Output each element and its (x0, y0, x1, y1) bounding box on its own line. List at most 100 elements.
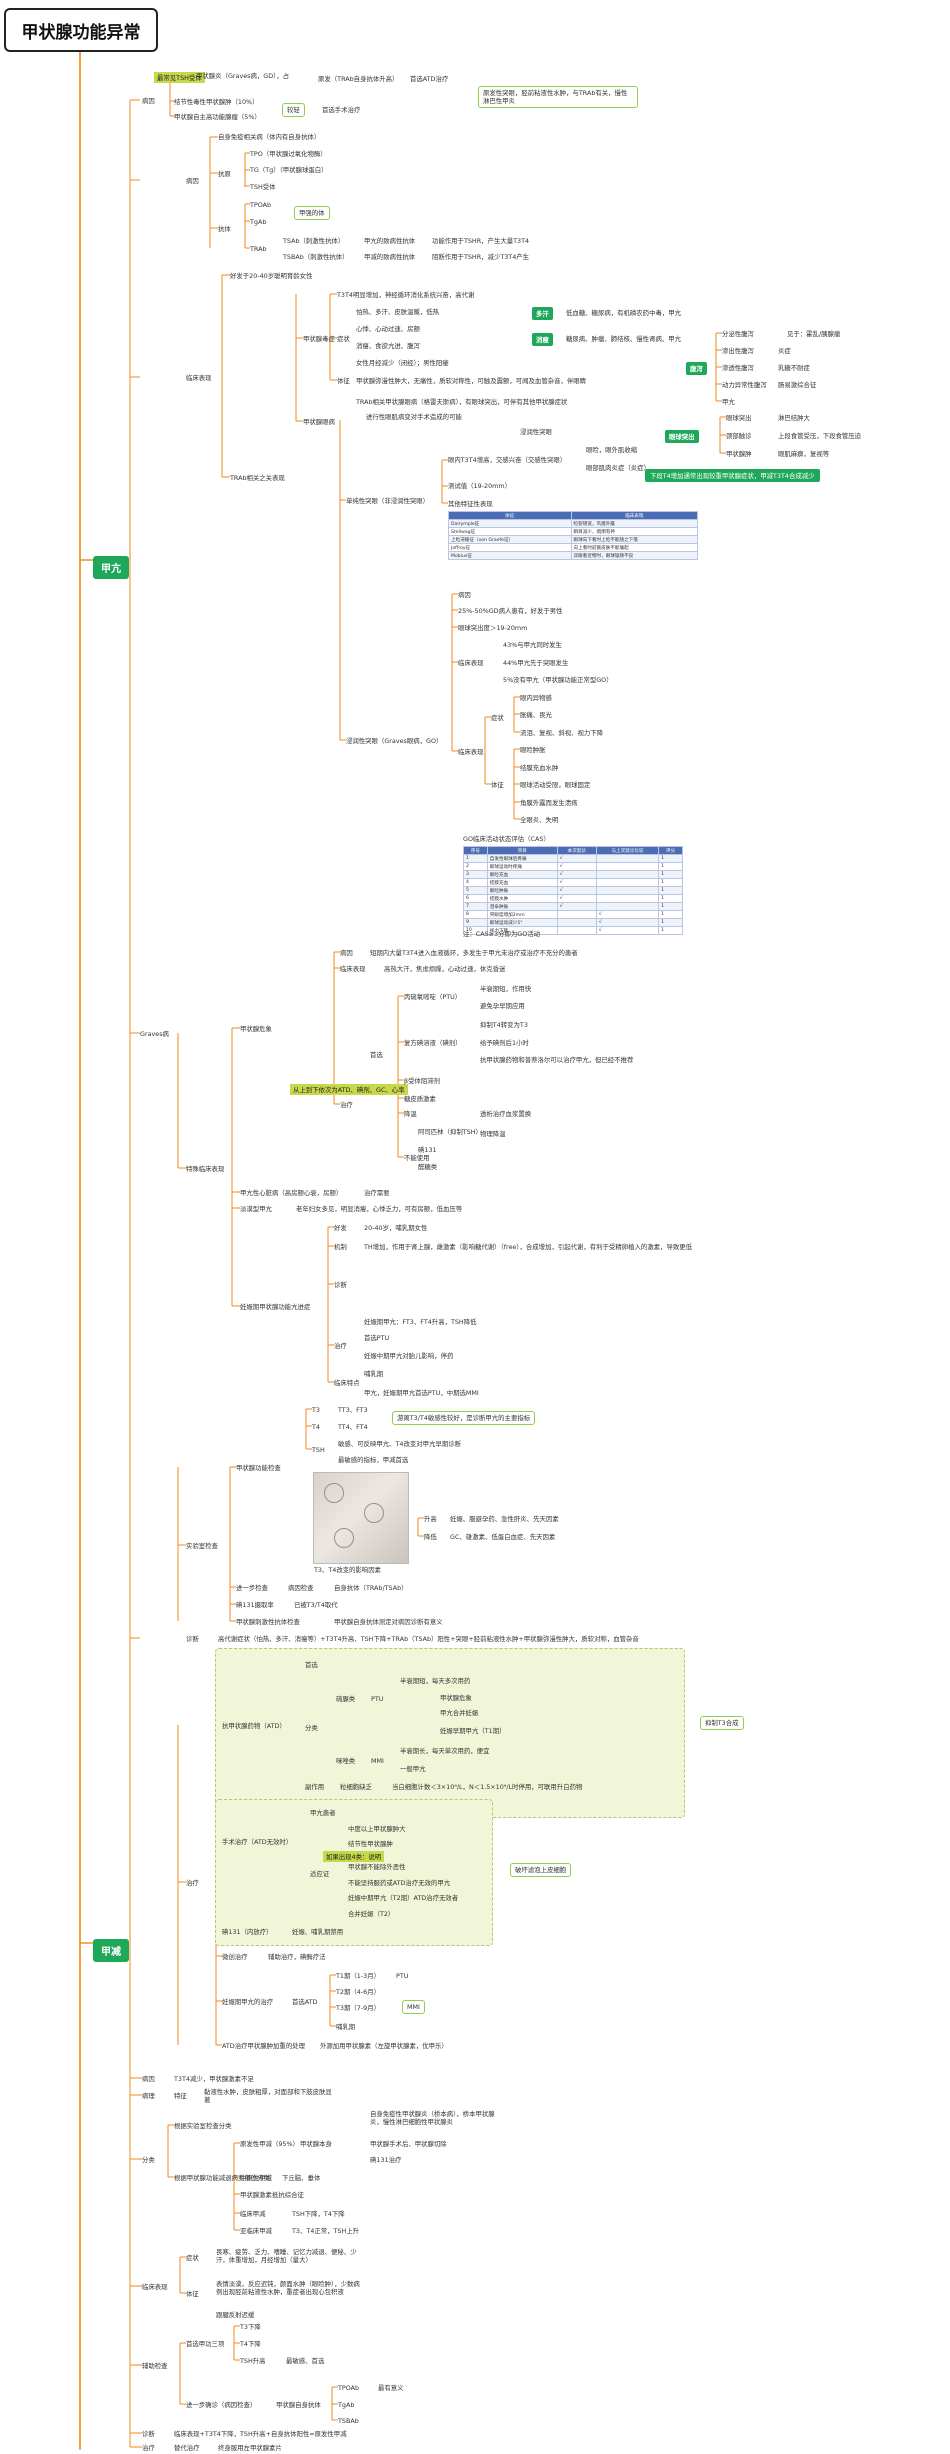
infil-detail: 44%甲亢先于突眼发生 (503, 659, 569, 667)
photo-item: 升高 (424, 1515, 437, 1523)
eye-item: 眼球突出 (726, 414, 752, 422)
diarrhea-item: 分泌性腹泻 (722, 330, 754, 338)
hypo-symptom-text: 畏寒、疲劳、乏力、嗜睡、记忆力减退、便秘、少汗，体重增加，月经增加（量大） (216, 2248, 357, 2264)
crisis-clinical-label: 临床表现 (340, 965, 366, 973)
cause-item: 甲状腺炎（Graves病，GD），占 (196, 72, 290, 80)
metab-label: 症状 (337, 335, 350, 343)
age: 好发于20-40岁聪明育龄女性 (230, 272, 313, 280)
treat: 治疗 (186, 1879, 199, 1887)
crisis-drug-detail: 抑制T4转变为T3 (480, 1021, 528, 1029)
exo-item: 眼内T3T4增高，交感兴奋（交感性突眼） (448, 456, 567, 464)
signs-label: 体征 (337, 377, 350, 385)
photo-item: 降低 (424, 1533, 437, 1541)
pill-weight-loss: 消瘦 (532, 333, 553, 346)
trab-desc: 甲减的致病性抗体 (364, 253, 416, 261)
cas-note: 注：CAS≥3分即为GO活动 (463, 930, 541, 938)
antibody-item: TRAb (250, 245, 267, 253)
clinical: 临床表现 (186, 374, 212, 382)
test: T4 (312, 1423, 320, 1431)
crisis-drug: 复方碘溶液（碘剂） (404, 1039, 462, 1047)
eye-signs-title: 其他特征性表现 (448, 500, 493, 508)
atd-side-text: 粒细胞缺乏 (340, 1783, 372, 1791)
infil-item: 眼球突出度＞19-20mm (458, 624, 528, 632)
preg-stage: T2期（4-6月） (336, 1988, 380, 1996)
crisis-clinical: 高热大汗，焦虑烦躁，心动过速，休克昏迷 (384, 965, 506, 973)
preg-detail: 妊娠期甲亢：FT3、FT4升高，TSH降低 (364, 1318, 477, 1326)
other-test: 碘131摄取率 (236, 1601, 274, 1609)
surgery-item: 中度以上甲状腺肿大 (348, 1825, 406, 1833)
preg-item: 好发 (334, 1224, 347, 1232)
hypo-aux-ab-item: TSBAb (338, 2417, 359, 2425)
page-title: 甲状腺功能异常 (4, 8, 158, 52)
antibody-label: 抗体 (218, 225, 231, 233)
hypo-diag-text: 临床表现+T3T4下降，TSH升高+自身抗体阳性=原发性甲减 (174, 2430, 347, 2438)
atd-side-detail: 当白细胞计数＜3×10⁹/L，N＜1.5×10⁹/L时停用，可联用升白药物 (392, 1783, 583, 1791)
atd-detail: 甲状腺危象 (440, 1694, 472, 1702)
exo-item: 测试值（19-20mm） (448, 482, 511, 490)
metab-item: T3T4明显增加，神经循环消化系统兴奋，高代谢 (337, 291, 475, 299)
crisis-drug-detail: 给予碘剂后1小时 (480, 1039, 529, 1047)
other-detail: 病因检查 (288, 1584, 314, 1592)
surgery-item: 结节性甲状腺肿 (348, 1840, 393, 1848)
cause-group: 病因 (142, 97, 155, 105)
branch-hypothyroidism[interactable]: 甲减 (93, 1939, 129, 1962)
trab-type: TSBAb（刺激性抗体） (283, 253, 349, 261)
surgery: 手术治疗（ATD无效时） (222, 1838, 293, 1846)
crisis-cause: 短期内大量T3T4进入血液循环，多发生于甲亢未治疗或治疗不充分的患者 (370, 949, 578, 957)
apathetic: 淡漠型甲亢 (240, 1205, 272, 1213)
hypo-class-detail2: 下丘脑、垂体 (282, 2174, 321, 2182)
hypo-class-detail2: T3、T4正常，TSH上升 (292, 2227, 360, 2235)
preg-first: 首选ATD (292, 1998, 318, 2006)
preg-item: 诊断 (334, 1281, 347, 1289)
hypo-class-detail: 自身免疫性甲状腺炎（桥本病），桥本甲状腺炎，慢性淋巴细胞性甲状腺炎 (370, 2110, 495, 2126)
diarrhea-item: 渗出性腹泻 (722, 347, 754, 355)
eye-item: 颈部触诊 (726, 432, 752, 440)
surgery-region (215, 1799, 493, 1946)
other-test: 进一步检查 (236, 1584, 268, 1592)
infil-item: 25%-50%GD病人患有，好发于男性 (458, 607, 563, 615)
crisis-other: 降温 (404, 1110, 417, 1118)
eye-detail: 上段食管受压，下段食管压迫 (778, 432, 862, 440)
hypo-class-item: 根据甲状腺功能减退病变部位分类 (174, 2174, 270, 2182)
eye-signs-table: 体征临床表现 Dalrymple征睑裂增宽，巩膜外露 Stellwag征瞬目减少… (448, 511, 699, 560)
branch-hyperthyroidism[interactable]: 甲亢 (93, 556, 129, 579)
metab-item: 怕热、多汗、皮肤温暖，低热 (356, 308, 440, 316)
antigen-item: TSH受体 (250, 183, 276, 191)
hypo-class-detail2: TSH下降，T4下降 (292, 2210, 345, 2218)
crisis-not-use: 不能使用 (404, 1154, 430, 1162)
hypo-aux-ab-detail: 最有意义 (378, 2384, 404, 2392)
hypo-aux-ab-item: TPOAb (338, 2384, 360, 2392)
hypo-diag: 诊断 (142, 2430, 155, 2438)
photo-detail: 妊娠、服避孕药、急性肝炎、先天因素 (450, 1515, 559, 1523)
sign-item: 眼球活动受限，眼球固定 (520, 781, 591, 789)
sign-item: 全眼炎、失明 (520, 816, 559, 824)
symptom-item: 胀痛、畏光 (520, 711, 552, 719)
trab-desc: 甲亢的致病性抗体 (364, 237, 416, 245)
preg-detail: 甲亢，妊娠期甲亢首选PTU，中期选MMI (364, 1389, 479, 1397)
cas-title: GO临床活动状态评估（CAS） (463, 835, 550, 843)
diarrhea-detail: 炎症 (778, 347, 791, 355)
ophth: 甲状腺眼病 (303, 418, 335, 426)
eye-detail: 眼肌麻痹，复视等 (778, 450, 830, 458)
cause-box: 原发性突眼，胫前粘液性水肿，与TRAb有关，慢性淋巴性甲炎 (478, 86, 638, 108)
interventional: 微创治疗 (222, 1953, 248, 1961)
cause-surgery: 首选手术治疗 (322, 106, 361, 114)
infil-detail: 43%与甲亢同时发生 (503, 641, 562, 649)
test-detail: TT4、FT4 (338, 1423, 368, 1431)
symptom-item: 流泪、复视、斜视、视力下降 (520, 729, 604, 737)
preg-stage-drug-box: MMI (402, 2000, 425, 2014)
crisis-no: 碘131 (418, 1146, 437, 1154)
atd-detail: 半衰期短，每天多次用药 (400, 1677, 471, 1685)
crisis-first: 首选 (370, 1051, 383, 1059)
preg-item: 机制 (334, 1243, 347, 1251)
surgery-item: 妊娠中期甲亢（T2期）ATD治疗无效者 (348, 1894, 459, 1902)
hypo-sign-detail: 跟腱反射迟缓 (216, 2311, 255, 2319)
photo-mark (324, 1483, 344, 1503)
hypo-cause-text: T3T4减少，甲状腺激素不足 (174, 2075, 254, 2083)
atd-detail: 半衰期长，每天单次用药，便宜 (400, 1747, 490, 1755)
cause-item: 甲状腺自主高功能腺瘤（5%） (174, 113, 261, 121)
hypo-mech-text: 黏液性水肿，皮肤粗厚，对面部和下肢皮肤显著 (204, 2088, 332, 2104)
antigen-item: TPO（甲状腺过氧化物酶） (250, 150, 327, 158)
hypo-aux-test: T4下降 (240, 2340, 261, 2348)
hypo-treat-text: 替代治疗 (174, 2444, 200, 2452)
